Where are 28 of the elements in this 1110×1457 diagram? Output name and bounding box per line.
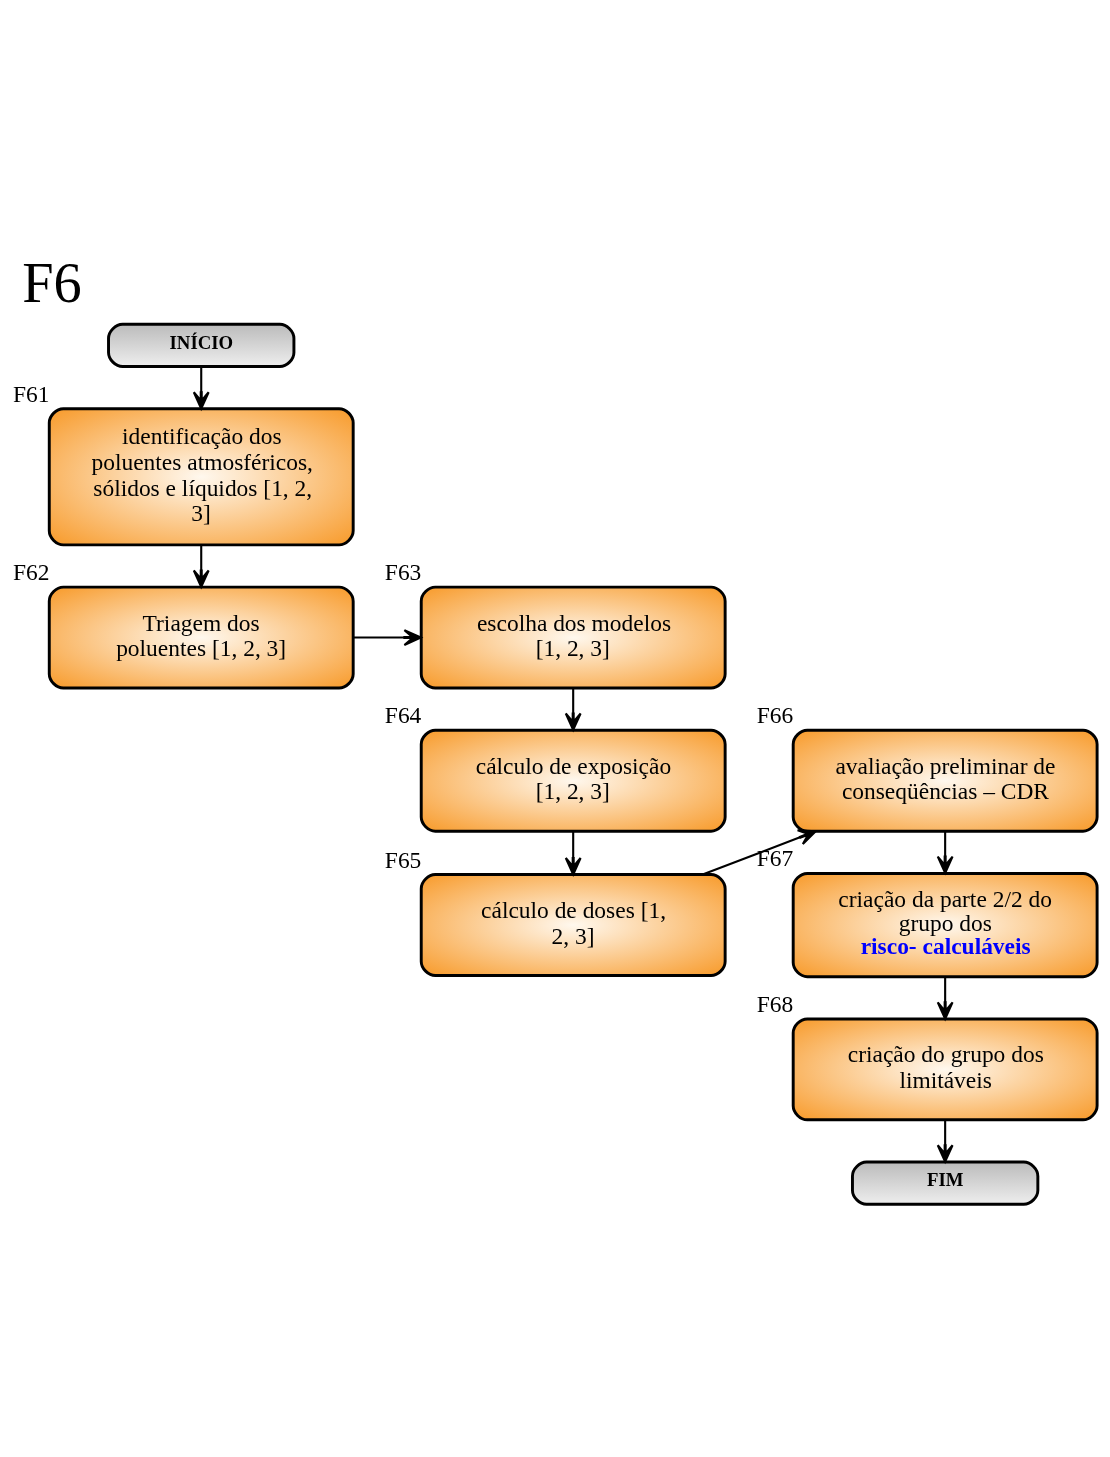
arrow	[702, 829, 817, 876]
arrow	[353, 629, 422, 646]
node-label: F68	[756, 990, 794, 1017]
arrow	[936, 1120, 954, 1163]
arrow	[192, 545, 210, 588]
diagram-title: F6	[22, 252, 82, 315]
node-box: Triagem dos poluentes [1, 2, 3]	[47, 585, 355, 690]
node-label: F62	[12, 559, 50, 586]
node-box: avaliação preliminar de conseqüências – CDR	[791, 728, 1099, 833]
arrow	[564, 831, 582, 876]
node-label: F65	[384, 846, 422, 873]
node-box: INÍCIO	[107, 322, 296, 368]
node-box: escolha dos modelos [1, 2, 3]	[419, 585, 727, 690]
arrow	[564, 688, 582, 731]
node-label: F61	[12, 380, 50, 407]
node-box: identificação dos poluentes atmosféricos, sólidos e líquidos [1, 2, 3]	[47, 407, 355, 547]
node-box: cálculo de doses [1, 2, 3]	[419, 873, 727, 977]
node-label: F63	[384, 559, 422, 586]
node-box: FIM	[851, 1160, 1040, 1206]
node-box: criação da parte 2/2 do grupo dos risco- calculáveis	[791, 871, 1099, 979]
node-label: F67	[756, 845, 794, 872]
arrow	[192, 366, 210, 410]
node-box: criação do grupo dos limitáveis	[791, 1017, 1099, 1122]
node-box: cálculo de exposição [1, 2, 3]	[419, 728, 727, 833]
arrow	[936, 976, 954, 1020]
node-label: F66	[756, 702, 794, 729]
arrow	[936, 831, 954, 875]
node-label: F64	[384, 702, 422, 729]
